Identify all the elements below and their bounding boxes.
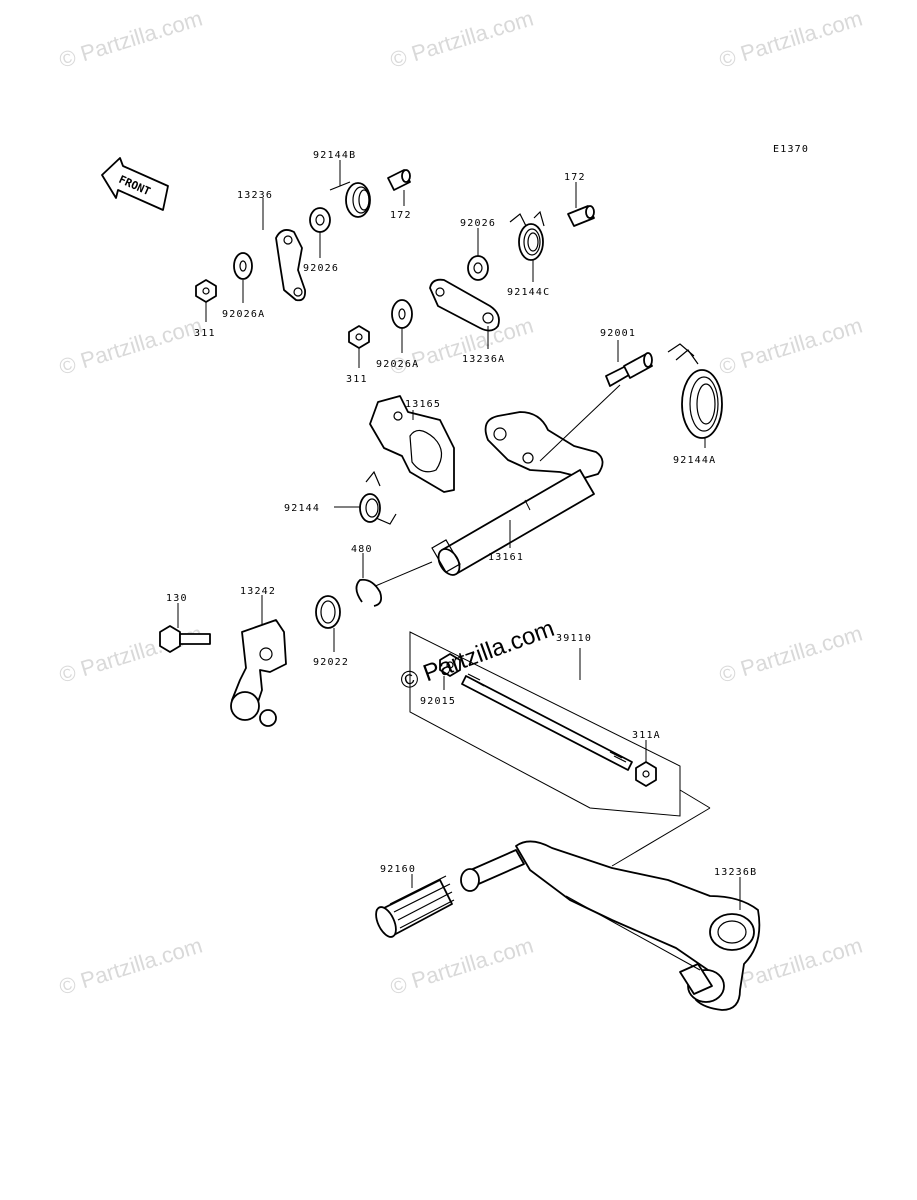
label-92022: 92022 xyxy=(313,657,349,668)
washer-92026-left-icon xyxy=(309,207,331,233)
shift-pedal-13236B-icon xyxy=(460,840,761,1011)
label-13161: 13161 xyxy=(488,552,524,563)
nut-311-left-icon xyxy=(195,279,217,303)
lever-13242-icon xyxy=(230,619,287,727)
watermark: © Partzilla.com xyxy=(716,313,865,380)
label-39110: 39110 xyxy=(556,633,592,644)
spring-92144B-icon xyxy=(329,181,371,218)
label-311A: 311A xyxy=(632,730,661,741)
label-92026A-left: 92026A xyxy=(222,309,265,320)
pin-172-upper-icon xyxy=(387,169,411,191)
watermark: © Partzilla.com xyxy=(56,313,205,380)
stud-92001-icon xyxy=(605,352,653,387)
spring-92144-icon xyxy=(359,470,397,525)
label-92144C: 92144C xyxy=(507,287,550,298)
label-92001: 92001 xyxy=(600,328,636,339)
label-13242: 13242 xyxy=(240,586,276,597)
label-92144A: 92144A xyxy=(673,455,716,466)
label-92144B: 92144B xyxy=(313,150,356,161)
circlip-480-icon xyxy=(355,578,383,607)
label-92015: 92015 xyxy=(420,696,456,707)
label-13165: 13165 xyxy=(405,399,441,410)
tie-rod-39110-icon xyxy=(461,673,633,771)
label-13236B: 13236B xyxy=(714,867,757,878)
label-92026A-right: 92026A xyxy=(376,359,419,370)
washer-92026-right-icon xyxy=(467,255,489,281)
spring-92144A-icon xyxy=(667,343,723,439)
washer-92026A-left-icon xyxy=(233,252,253,280)
label-480: 480 xyxy=(351,544,373,555)
label-92026-left: 92026 xyxy=(303,263,339,274)
watermark: © Partzilla.com xyxy=(716,621,865,688)
watermark-grid: © Partzilla.com © Partzilla.com © Partzi… xyxy=(56,6,865,1000)
plate-13165-icon xyxy=(369,395,455,493)
assembly-outline-39110 xyxy=(409,631,681,817)
watermark: © Partzilla.com xyxy=(56,6,205,73)
watermark: © Partzilla.com xyxy=(56,933,205,1000)
nut-311A-icon xyxy=(635,761,657,787)
shift-shaft-13161-icon xyxy=(431,411,604,576)
label-13236A: 13236A xyxy=(462,354,505,365)
label-130: 130 xyxy=(166,593,188,604)
label-92144: 92144 xyxy=(284,503,320,514)
label-172-upper: 172 xyxy=(390,210,412,221)
label-311-left: 311 xyxy=(194,328,216,339)
watermark: © Partzilla.com xyxy=(56,621,205,688)
nut-311-right-icon xyxy=(348,325,370,349)
front-arrow-icon: FRONT xyxy=(101,157,169,211)
watermark: © Partzilla.com xyxy=(716,6,865,73)
washer-92022-icon xyxy=(315,595,341,629)
label-92160: 92160 xyxy=(380,864,416,875)
arm-13236-icon xyxy=(275,229,306,302)
arm-13236A-icon xyxy=(429,278,500,332)
nut-92015-icon xyxy=(439,653,461,677)
washer-92026A-right-icon xyxy=(391,299,413,329)
pin-172-right-icon xyxy=(567,205,595,227)
label-311-right: 311 xyxy=(346,374,368,385)
spring-92144C-icon xyxy=(509,210,545,261)
rubber-peg-92160-icon xyxy=(375,875,455,938)
diagram-code: E1370 xyxy=(773,144,809,155)
bolt-130-icon xyxy=(159,625,211,653)
watermark: © Partzilla.com xyxy=(387,933,536,1000)
label-172-right: 172 xyxy=(564,172,586,183)
watermark: © Partzilla.com xyxy=(387,6,536,73)
label-92026-right: 92026 xyxy=(460,218,496,229)
label-13236: 13236 xyxy=(237,190,273,201)
